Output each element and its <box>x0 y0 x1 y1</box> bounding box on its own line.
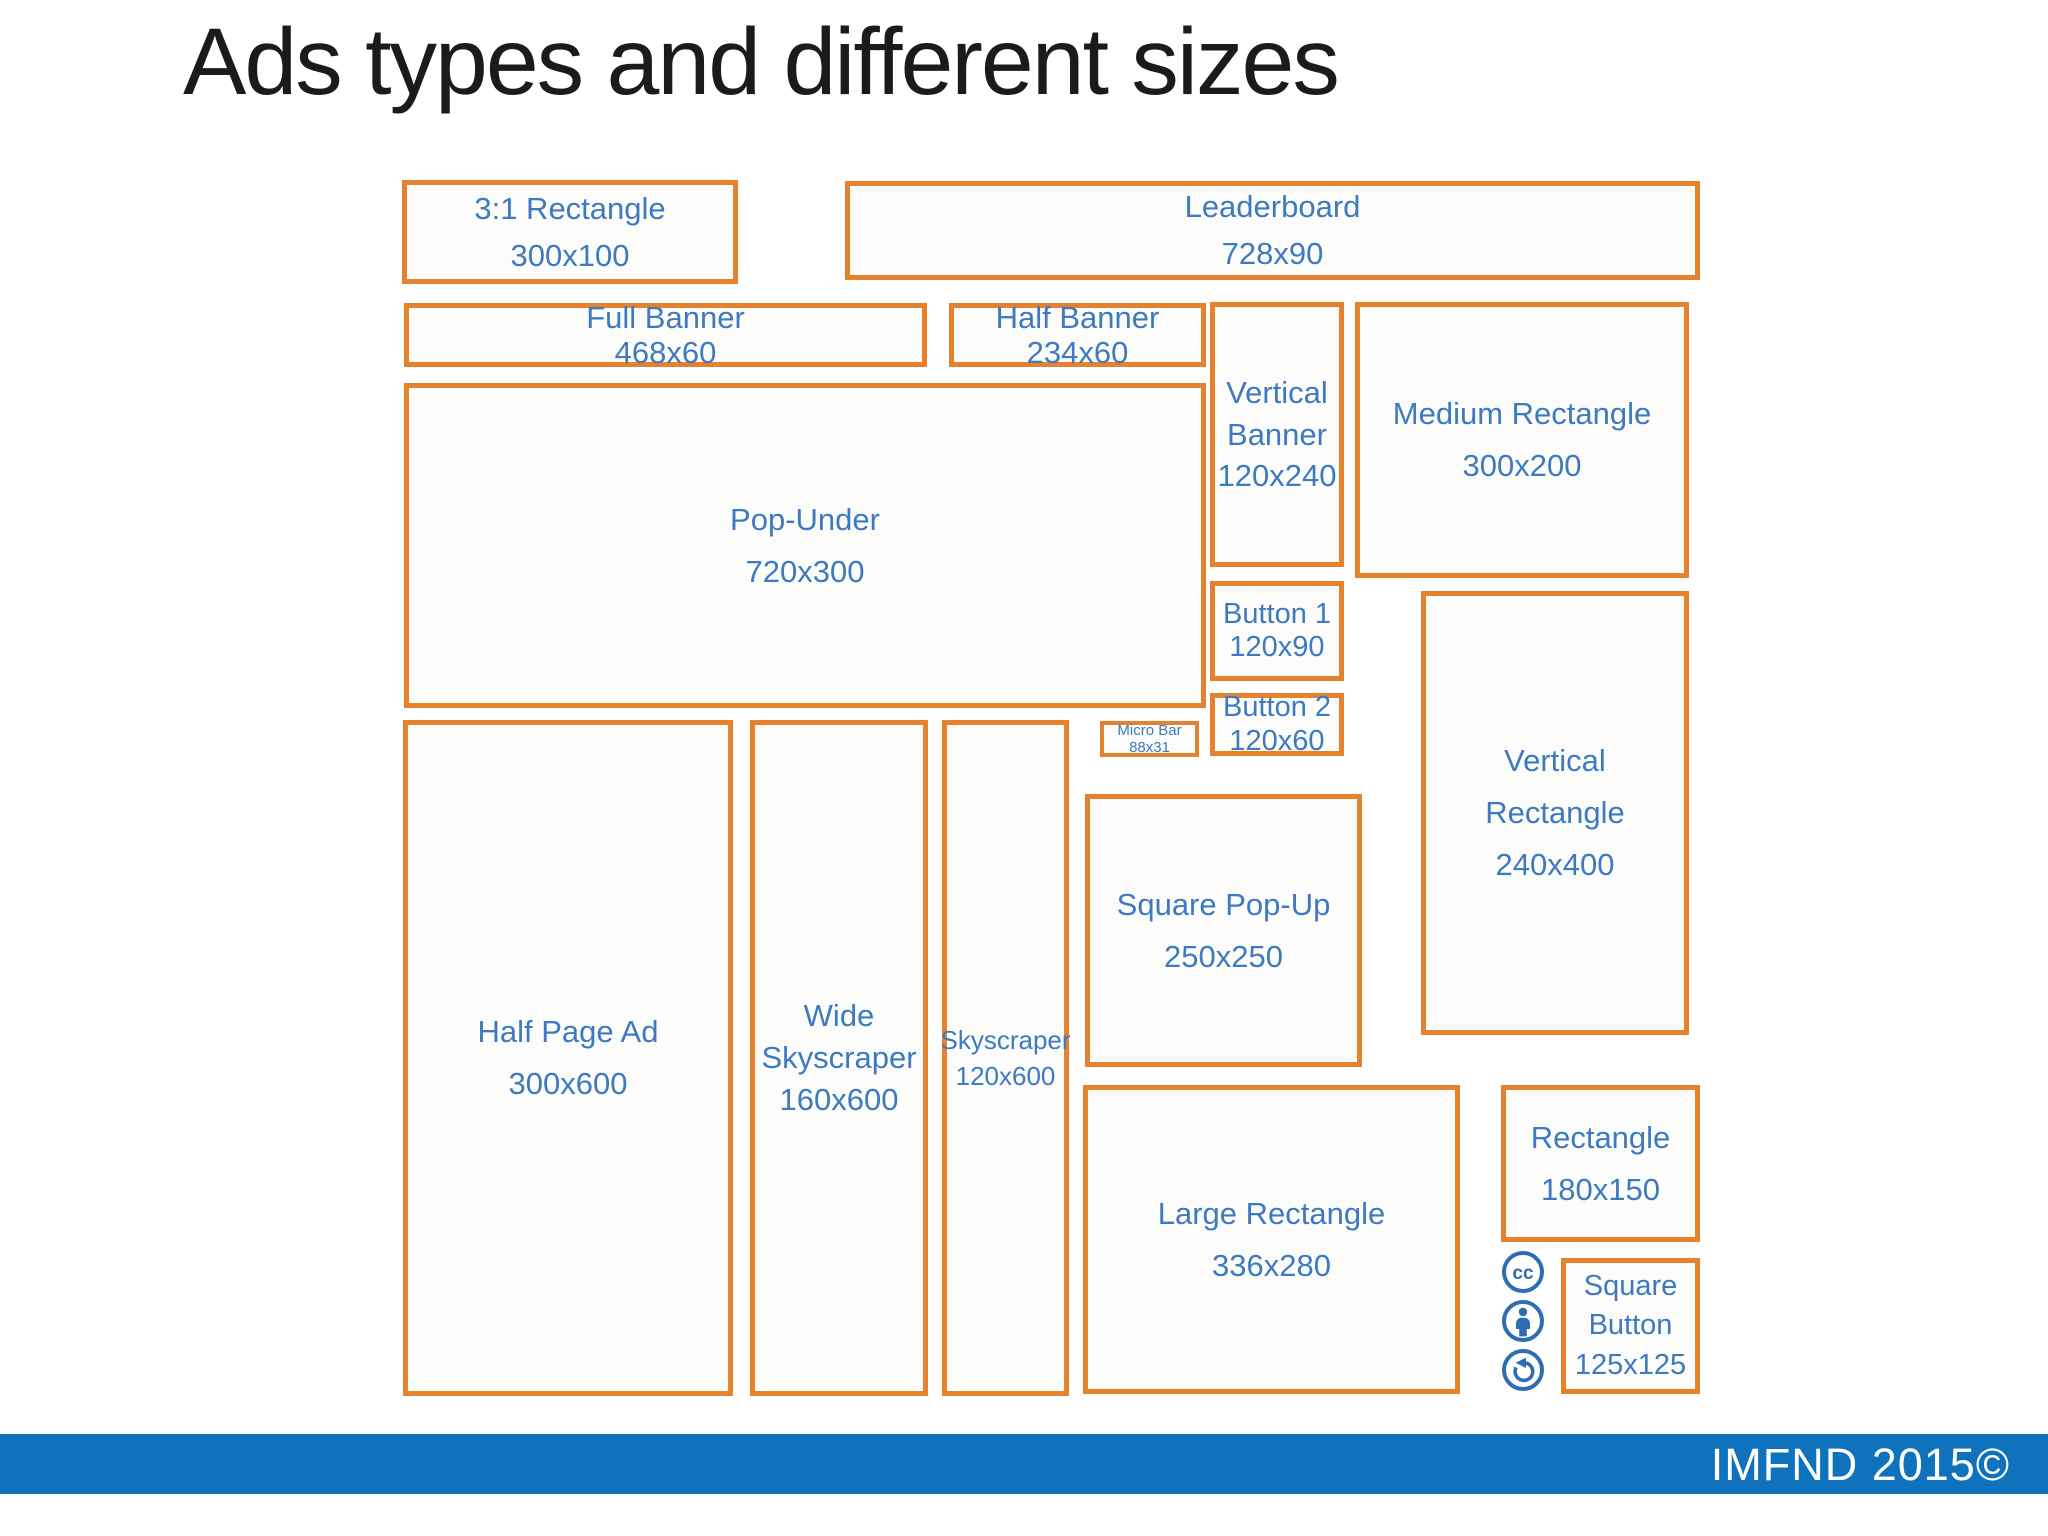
ad-size-label: 728x90 <box>1221 236 1324 271</box>
ad-box-square-button: Square Button 125x125 <box>1561 1258 1700 1394</box>
ad-size-label: 88x31 <box>1129 739 1170 756</box>
ad-box-large-rectangle: Large Rectangle 336x280 <box>1083 1085 1460 1394</box>
ad-size-label: 300x200 <box>1462 448 1582 483</box>
share-alike-icon <box>1501 1348 1545 1392</box>
ad-box-button-2: Button 2 120x60 <box>1210 691 1344 757</box>
creative-commons-icon: cc <box>1501 1250 1545 1294</box>
ad-box-vertical-rectangle: Vertical Rectangle 240x400 <box>1421 591 1689 1035</box>
ad-name-label: Vertical <box>1504 743 1606 779</box>
ad-name-label: Skyscraper <box>761 1040 917 1076</box>
ad-name-label: Medium Rectangle <box>1392 396 1652 432</box>
ad-size-label: 120x90 <box>1229 631 1325 663</box>
ad-name-label: Half Banner <box>995 299 1160 335</box>
ad-box-skyscraper: Skyscraper 120x600 <box>940 720 1071 1396</box>
ad-size-label: 234x60 <box>1026 335 1129 370</box>
footer-bar: IMFND 2015© <box>0 1434 2048 1494</box>
ad-box-3-1-rectangle: 3:1 Rectangle 300x100 <box>402 180 738 284</box>
ad-name-label: Large Rectangle <box>1157 1195 1386 1231</box>
ad-name-label: Button <box>1588 1309 1673 1342</box>
ad-size-label: 125x125 <box>1574 1348 1687 1381</box>
ad-size-label: 336x280 <box>1212 1247 1331 1283</box>
ad-name-label: 3:1 Rectangle <box>474 190 666 226</box>
ad-size-label: 120x600 <box>955 1061 1056 1091</box>
ad-name-label: Leaderboard <box>1184 189 1361 225</box>
ad-box-vertical-banner: Vertical Banner 120x240 <box>1210 302 1344 567</box>
ad-box-micro-bar: Micro Bar 88x31 <box>1100 721 1199 757</box>
license-icons: cc <box>1500 1250 1546 1392</box>
ad-size-label: 720x300 <box>745 553 865 589</box>
ad-size-label: 120x60 <box>1229 724 1325 757</box>
ad-box-half-banner: Half Banner 234x60 <box>949 299 1206 370</box>
ad-size-label: 160x600 <box>779 1081 899 1117</box>
ad-size-label: 180x150 <box>1541 1171 1660 1207</box>
ad-box-leaderboard: Leaderboard 728x90 <box>845 181 1700 280</box>
ad-box-button-1: Button 1 120x90 <box>1210 581 1344 681</box>
ad-box-square-pop-up: Square Pop-Up 250x250 <box>1085 794 1362 1067</box>
ad-name-label: Button 1 <box>1222 597 1332 630</box>
ad-name-label: Full Banner <box>586 299 745 335</box>
attribution-icon <box>1501 1299 1545 1343</box>
ad-size-label: 300x100 <box>510 237 630 273</box>
page-title: Ads types and different sizes <box>183 9 1340 115</box>
ad-name-label: Micro Bar <box>1117 721 1182 739</box>
ad-name-label: Wide <box>803 998 875 1034</box>
ad-size-label: 250x250 <box>1164 938 1283 974</box>
ad-size-label: 120x240 <box>1217 458 1337 494</box>
ad-size-label: 300x600 <box>508 1066 628 1101</box>
ad-box-half-page-ad: Half Page Ad 300x600 <box>403 720 733 1396</box>
ad-box-full-banner: Full Banner 468x60 <box>404 299 927 370</box>
ad-name-label: Skyscraper <box>940 1024 1071 1055</box>
ad-name-label: Vertical <box>1226 374 1328 410</box>
ad-name-label: Square Pop-Up <box>1116 886 1331 922</box>
ad-box-medium-rectangle: Medium Rectangle 300x200 <box>1355 302 1689 578</box>
footer-credit: IMFND 2015© <box>1710 1438 2010 1490</box>
ad-name-label: Rectangle <box>1530 1119 1671 1155</box>
ad-name-label: Button 2 <box>1222 691 1332 724</box>
ad-name-label: Pop-Under <box>730 501 880 537</box>
ad-name-label: Rectangle <box>1485 795 1625 831</box>
ad-name-label: Square <box>1583 1269 1678 1302</box>
ad-box-pop-under: Pop-Under 720x300 <box>404 383 1206 708</box>
ad-name-label: Half Page Ad <box>477 1014 659 1050</box>
svg-text:cc: cc <box>1512 1263 1534 1284</box>
ad-box-wide-skyscraper: Wide Skyscraper 160x600 <box>750 720 928 1396</box>
ad-box-rectangle-180x150: Rectangle 180x150 <box>1501 1085 1700 1242</box>
ad-size-label: 468x60 <box>614 335 717 370</box>
ad-size-label: 240x400 <box>1495 846 1615 882</box>
ad-name-label: Banner <box>1227 416 1327 452</box>
